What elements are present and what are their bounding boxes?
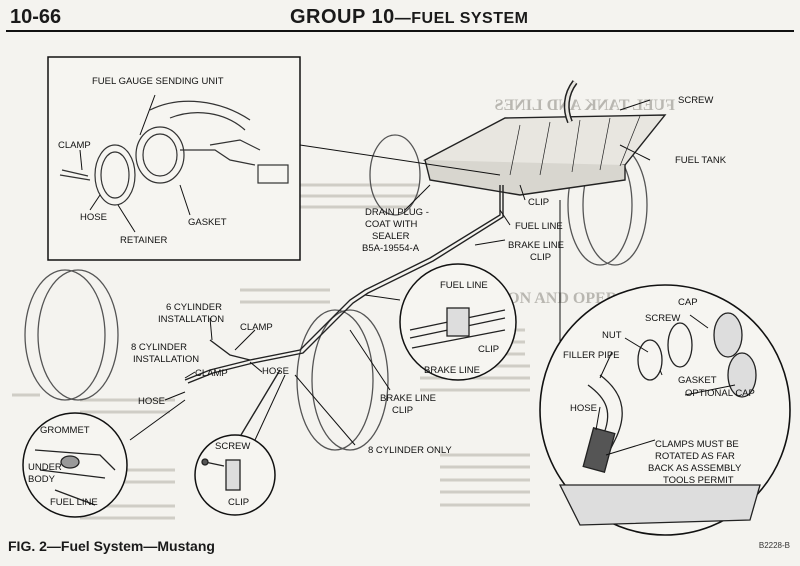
inset-filler-pipe: [539, 284, 791, 536]
fuel-tank: [422, 114, 667, 196]
label-eight-cyl-1: 8 CYLINDER: [131, 342, 187, 353]
label-clamps-note-1: CLAMPS MUST BE: [655, 439, 739, 450]
fuel-lines: [184, 185, 504, 446]
label-hose-top: HOSE: [80, 212, 107, 223]
label-eight-cyl-only: 8 CYLINDER ONLY: [368, 445, 452, 456]
label-clamp-8cyl: CLAMP: [195, 368, 228, 379]
label-screw-bottom: SCREW: [215, 441, 250, 452]
group-title-sub: —FUEL SYSTEM: [394, 10, 529, 27]
inset-sending-unit: [47, 56, 301, 261]
page-number: 10-66: [10, 6, 62, 28]
figure-caption: FIG. 2—Fuel System—Mustang: [8, 538, 215, 554]
label-fuel-line-bottom: FUEL LINE: [50, 497, 98, 508]
figure-code: B2228-B: [758, 541, 790, 550]
header-rule: [6, 30, 794, 32]
label-clamp-6cyl: CLAMP: [240, 322, 273, 333]
inset-grommet: [22, 412, 128, 518]
label-hose-right: HOSE: [570, 403, 597, 414]
label-screw-right: SCREW: [645, 313, 680, 324]
label-six-cyl-2: INSTALLATION: [158, 314, 224, 325]
label-drain-plug-4: B5A-19554-A: [362, 243, 420, 254]
label-brake-line-circle: BRAKE LINE: [424, 365, 480, 376]
label-cap: CAP: [678, 297, 698, 308]
label-hose-mid: HOSE: [262, 366, 289, 377]
label-fuel-line-mid: FUEL LINE: [515, 221, 563, 232]
label-grommet: GROMMET: [40, 425, 90, 436]
label-brake-line-clip-low-1: BRAKE LINE: [380, 393, 436, 404]
label-eight-cyl-2: INSTALLATION: [133, 354, 199, 365]
label-clip-circle: CLIP: [478, 344, 499, 355]
label-drain-plug-3: SEALER: [372, 231, 410, 242]
label-nut: NUT: [602, 330, 622, 341]
label-clamps-note-3: BACK AS ASSEMBLY: [648, 463, 742, 474]
label-brake-line-clip-1: BRAKE LINE: [508, 240, 564, 251]
label-fuel-line-circle: FUEL LINE: [440, 280, 488, 291]
label-fuel-tank: FUEL TANK: [675, 155, 727, 166]
inset-fuel-line-clip: [399, 263, 517, 381]
inset-screw-clip: [194, 434, 276, 516]
leader-lines: [79, 94, 651, 446]
label-six-cyl-1: 6 CYLINDER: [166, 302, 222, 313]
label-clip-bottom: CLIP: [228, 497, 249, 508]
rear-right-tire: [369, 134, 421, 216]
label-under-body-1: UNDER: [28, 462, 62, 473]
label-clamp-top: CLAMP: [58, 140, 91, 151]
label-screw-top: SCREW: [678, 95, 713, 106]
page-header: 10-66 GROUP 10—FUEL SYSTEM: [0, 0, 800, 40]
label-clamps-note-4: TOOLS PERMIT: [663, 475, 734, 486]
label-drain-plug-1: DRAIN PLUG -: [365, 207, 429, 218]
label-fuel-gauge-sending-unit: FUEL GAUGE SENDING UNIT: [92, 76, 224, 87]
label-filler-pipe: FILLER PIPE: [563, 350, 620, 361]
group-title: GROUP 10—FUEL SYSTEM: [290, 6, 529, 29]
label-drain-plug-2: COAT WITH: [365, 219, 418, 230]
ghost-heading-1: FUEL TANK AND LINES: [495, 97, 675, 114]
label-clamps-note-2: ROTATED AS FAR: [655, 451, 735, 462]
label-gasket-top: GASKET: [188, 217, 227, 228]
label-retainer: RETAINER: [120, 235, 167, 246]
label-brake-line-clip-2: CLIP: [530, 252, 551, 263]
label-optional-cap: OPTIONAL CAP: [685, 388, 755, 399]
label-gasket-right: GASKET: [678, 375, 717, 386]
rear-left-tire: [296, 309, 374, 451]
left-tire: [24, 269, 106, 401]
label-clip-top: CLIP: [528, 197, 549, 208]
label-under-body-2: BODY: [28, 474, 56, 485]
group-title-main: GROUP 10: [290, 6, 395, 28]
label-hose-left: HOSE: [138, 396, 165, 407]
label-brake-line-clip-low-2: CLIP: [392, 405, 413, 416]
